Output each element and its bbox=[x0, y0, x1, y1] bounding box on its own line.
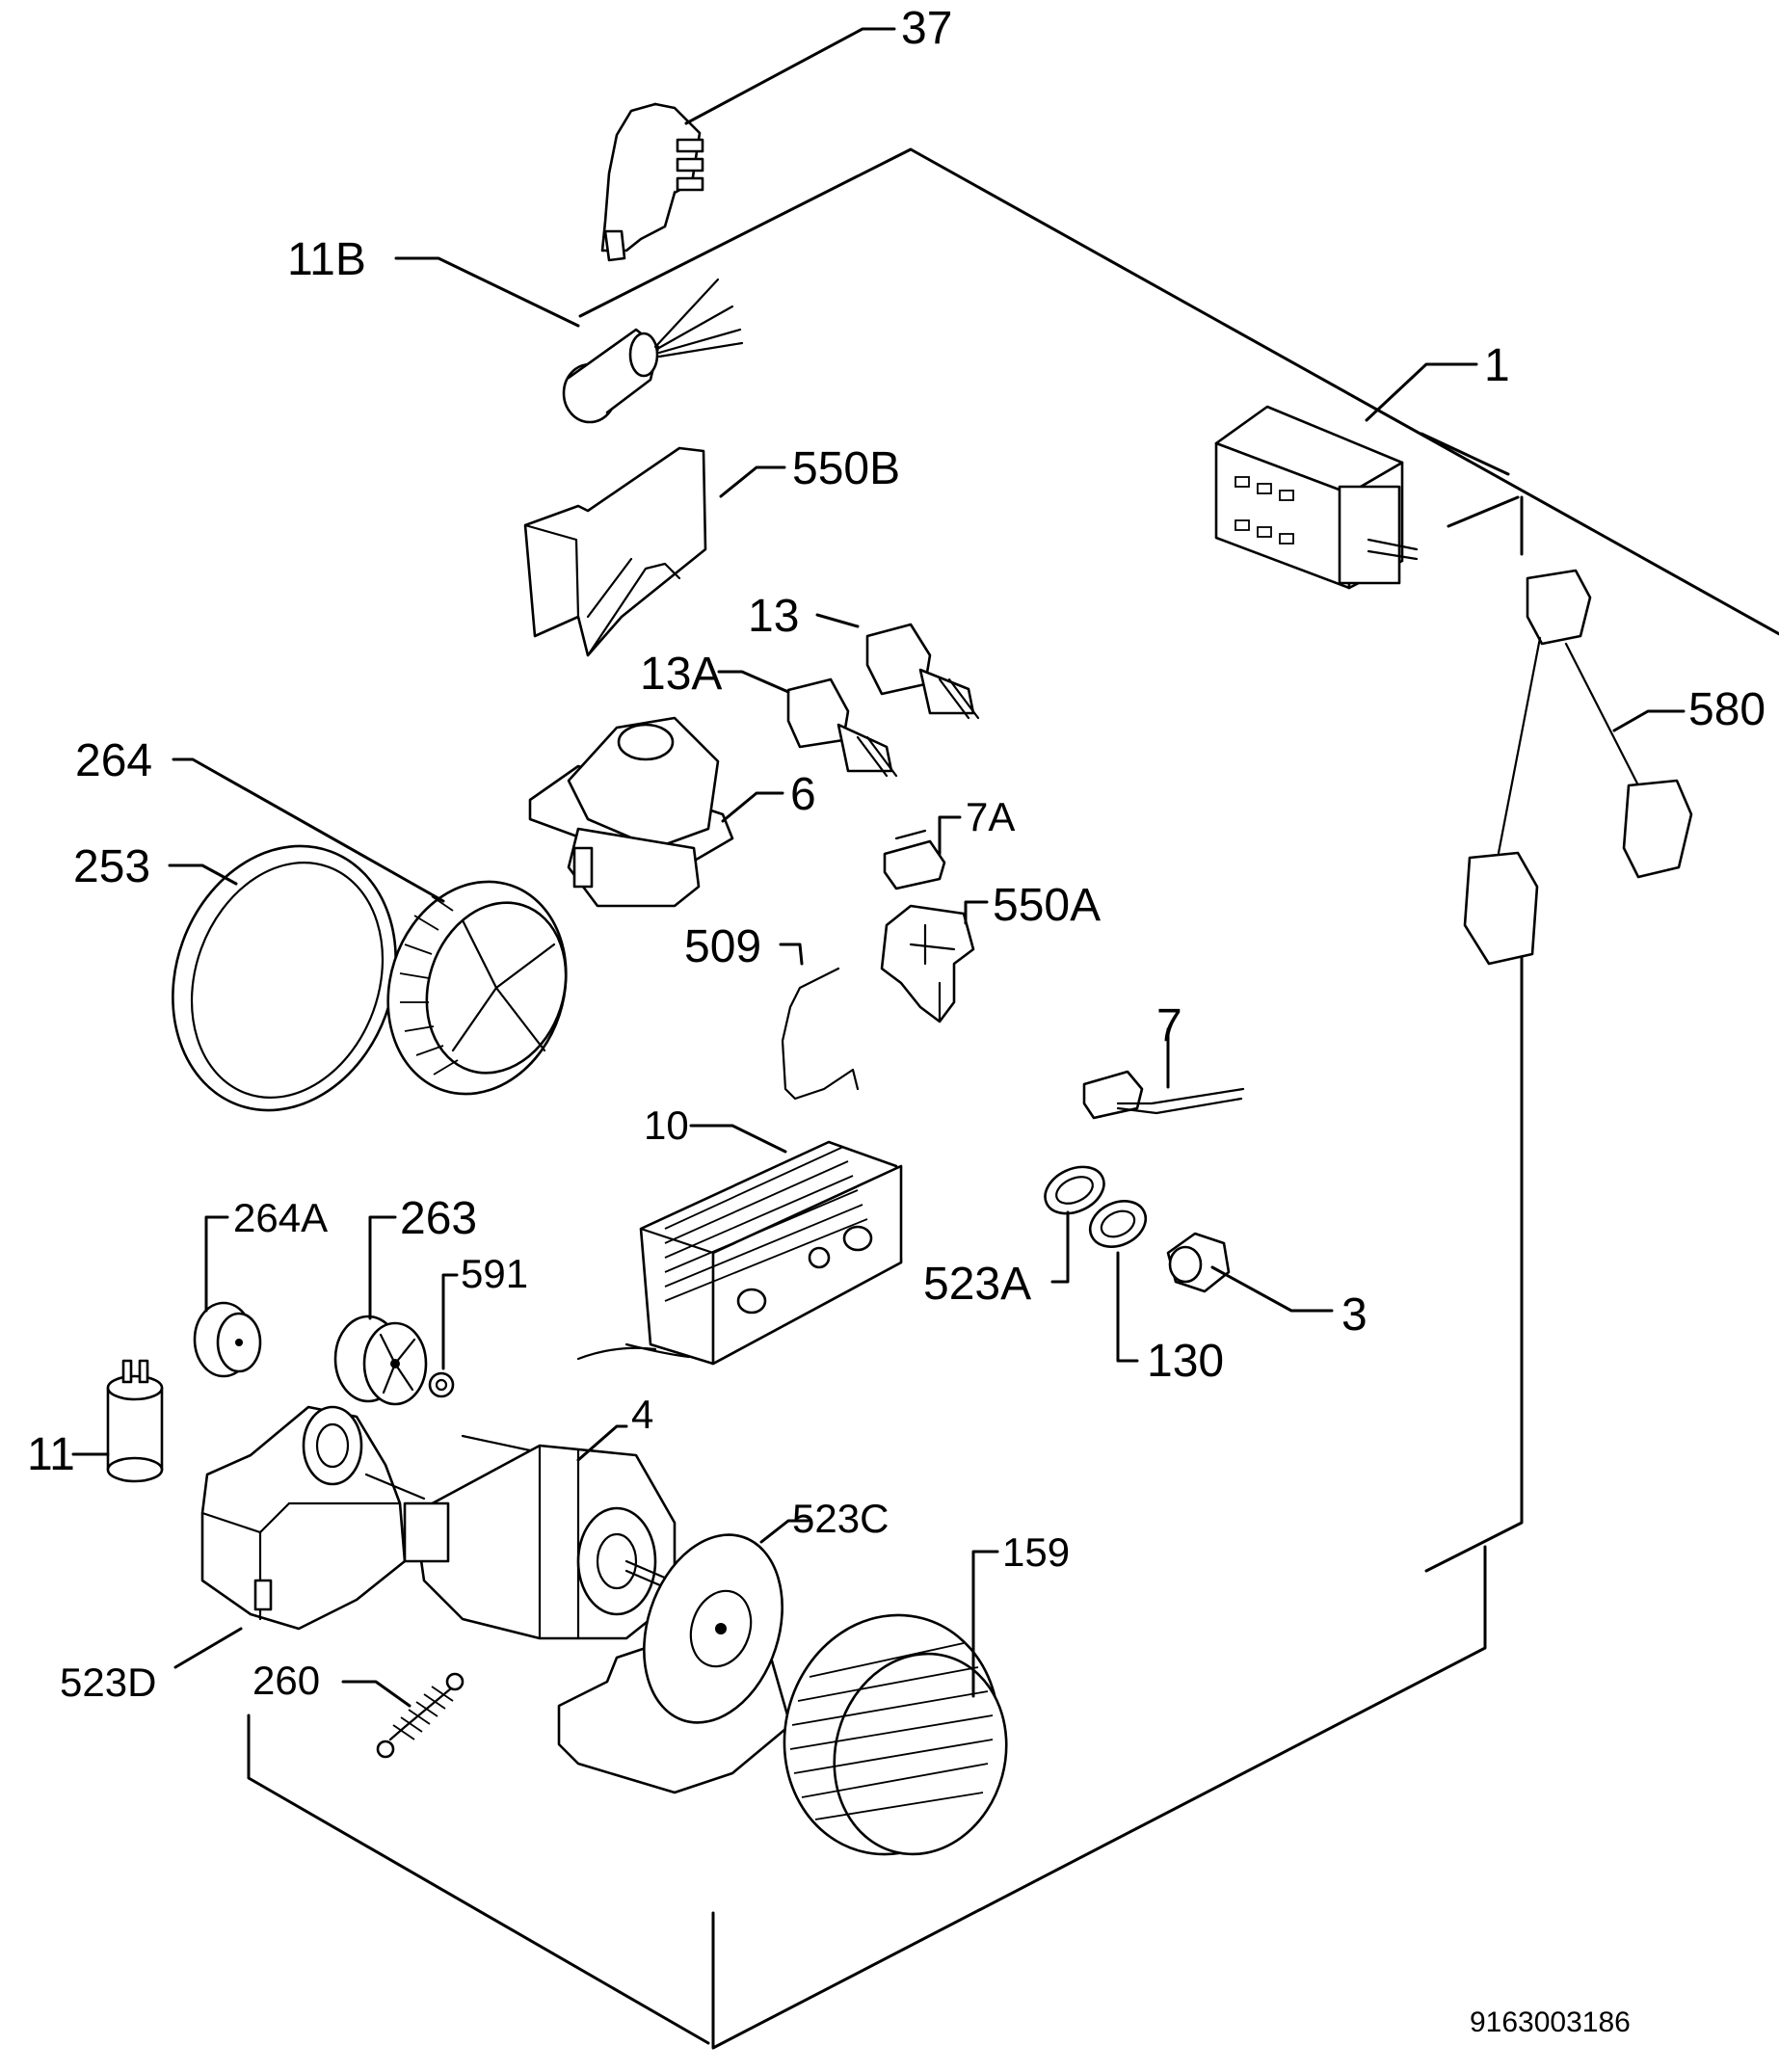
spring-260 bbox=[376, 1672, 465, 1759]
label-10: 10 bbox=[644, 1102, 689, 1148]
capacitor-11 bbox=[106, 1359, 164, 1483]
label-591: 591 bbox=[461, 1251, 528, 1296]
motor-4 bbox=[364, 1434, 696, 1640]
bracket-550a bbox=[880, 904, 975, 1023]
label-550a: 550A bbox=[993, 880, 1101, 931]
fan-plate-523c bbox=[557, 1533, 792, 1794]
pulley-264a bbox=[193, 1301, 262, 1378]
switch-7 bbox=[1082, 1070, 1245, 1120]
switch-13 bbox=[865, 623, 980, 720]
thermostat-3 bbox=[1166, 1232, 1231, 1293]
label-523a: 523A bbox=[923, 1259, 1031, 1310]
label-159: 159 bbox=[1002, 1529, 1070, 1575]
label-37: 37 bbox=[901, 3, 952, 54]
part-labels: 37 11B 1 550B 13 13A 580 264 6 253 7A 55… bbox=[27, 3, 1766, 1705]
switch-7a bbox=[883, 829, 946, 890]
label-7: 7 bbox=[1156, 1000, 1182, 1051]
washer-591 bbox=[428, 1371, 455, 1398]
label-6: 6 bbox=[790, 769, 816, 820]
label-11b: 11B bbox=[287, 234, 366, 285]
pump-6 bbox=[528, 716, 734, 908]
timer-1 bbox=[1214, 405, 1419, 590]
label-3: 3 bbox=[1341, 1289, 1367, 1341]
fan-wheel-264 bbox=[386, 880, 568, 1096]
label-523c: 523C bbox=[792, 1496, 889, 1541]
air-duct-550b bbox=[523, 446, 707, 657]
label-550b: 550B bbox=[792, 443, 900, 494]
label-13: 13 bbox=[748, 591, 799, 642]
label-523d: 523D bbox=[60, 1660, 156, 1705]
sensor-580 bbox=[1463, 569, 1693, 966]
label-264a: 264A bbox=[233, 1195, 328, 1240]
label-260: 260 bbox=[252, 1658, 320, 1703]
motor-bracket-523d bbox=[200, 1405, 407, 1631]
label-4: 4 bbox=[631, 1392, 653, 1437]
gasket-130 bbox=[1088, 1200, 1148, 1248]
connector-37 bbox=[600, 102, 704, 262]
label-253: 253 bbox=[73, 841, 150, 892]
label-11: 11 bbox=[27, 1429, 75, 1480]
label-7a: 7A bbox=[966, 794, 1015, 839]
belt-253 bbox=[172, 844, 397, 1112]
capacitor-11b bbox=[562, 278, 744, 424]
label-263: 263 bbox=[400, 1193, 477, 1244]
pulley-263 bbox=[333, 1315, 428, 1406]
label-580: 580 bbox=[1688, 684, 1766, 735]
label-13a: 13A bbox=[640, 649, 722, 700]
heater-10 bbox=[576, 1140, 903, 1366]
label-509: 509 bbox=[684, 921, 761, 972]
label-130: 130 bbox=[1147, 1336, 1224, 1387]
label-264: 264 bbox=[75, 735, 152, 786]
gasket-523a bbox=[1044, 1165, 1105, 1215]
drawing-code: 9163003186 bbox=[1470, 2006, 1631, 2038]
leader-lines bbox=[71, 27, 1686, 1708]
wire-509 bbox=[781, 967, 860, 1101]
cabinet-outline bbox=[247, 147, 1779, 2050]
fan-wheel-159 bbox=[783, 1613, 1008, 1856]
switch-13a bbox=[786, 677, 898, 778]
label-1: 1 bbox=[1484, 340, 1510, 391]
